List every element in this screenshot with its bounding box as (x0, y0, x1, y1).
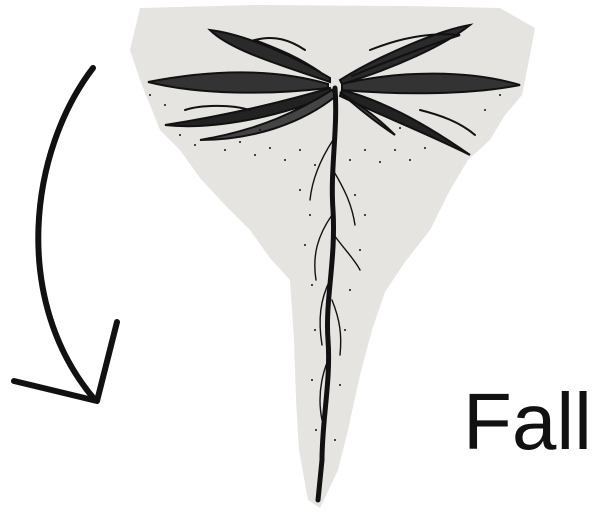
curved-arrow-down-icon (14, 68, 117, 401)
arrow-shaft (38, 68, 95, 400)
season-label: Fall (463, 382, 592, 462)
